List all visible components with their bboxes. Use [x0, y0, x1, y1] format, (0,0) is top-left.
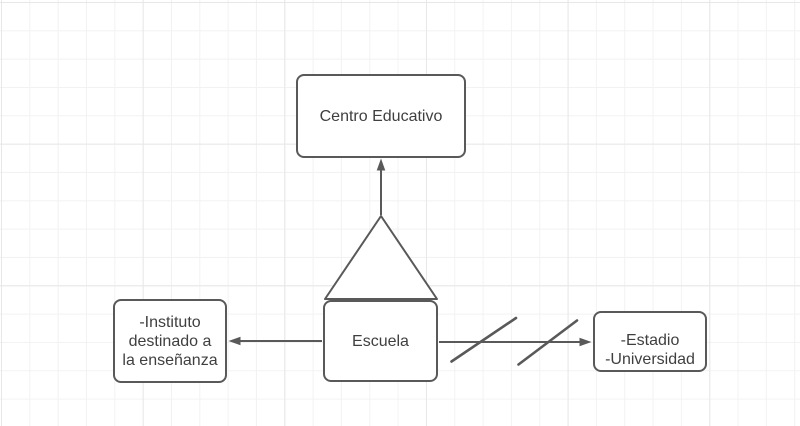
node-instituto-line-3: la enseñanza — [122, 351, 218, 369]
slash-mark-1 — [450, 316, 518, 363]
node-instituto-line-1: -Instituto — [139, 313, 201, 331]
node-centro-educativo[interactable]: Centro Educativo — [296, 74, 466, 158]
arrowhead-right-icon — [579, 337, 592, 347]
node-estadio-line-1: -Estadio — [620, 332, 680, 349]
connector-escuela-centro[interactable] — [376, 158, 386, 216]
node-instituto-definicion[interactable]: -Instituto destinado a la enseñanza — [113, 299, 227, 383]
node-instituto-label: -Instituto destinado a la enseñanza — [122, 313, 217, 370]
node-escuela[interactable]: Escuela — [323, 300, 438, 382]
roof-triangle-shape[interactable] — [324, 215, 438, 300]
arrowhead-left-icon — [228, 336, 241, 346]
slash-mark-2 — [517, 319, 579, 366]
arrowhead-up-icon — [376, 158, 386, 171]
node-estadio-universidad[interactable]: -Estadio -Universidad — [593, 311, 707, 372]
node-instituto-line-2: destinado a — [128, 332, 212, 350]
node-escuela-label: Escuela — [352, 332, 409, 350]
connector-escuela-estadio[interactable] — [439, 316, 592, 366]
node-estadio-line-2: -Universidad — [605, 351, 695, 368]
node-centro-educativo-label: Centro Educativo — [319, 107, 443, 125]
connector-escuela-instituto[interactable] — [228, 336, 323, 346]
